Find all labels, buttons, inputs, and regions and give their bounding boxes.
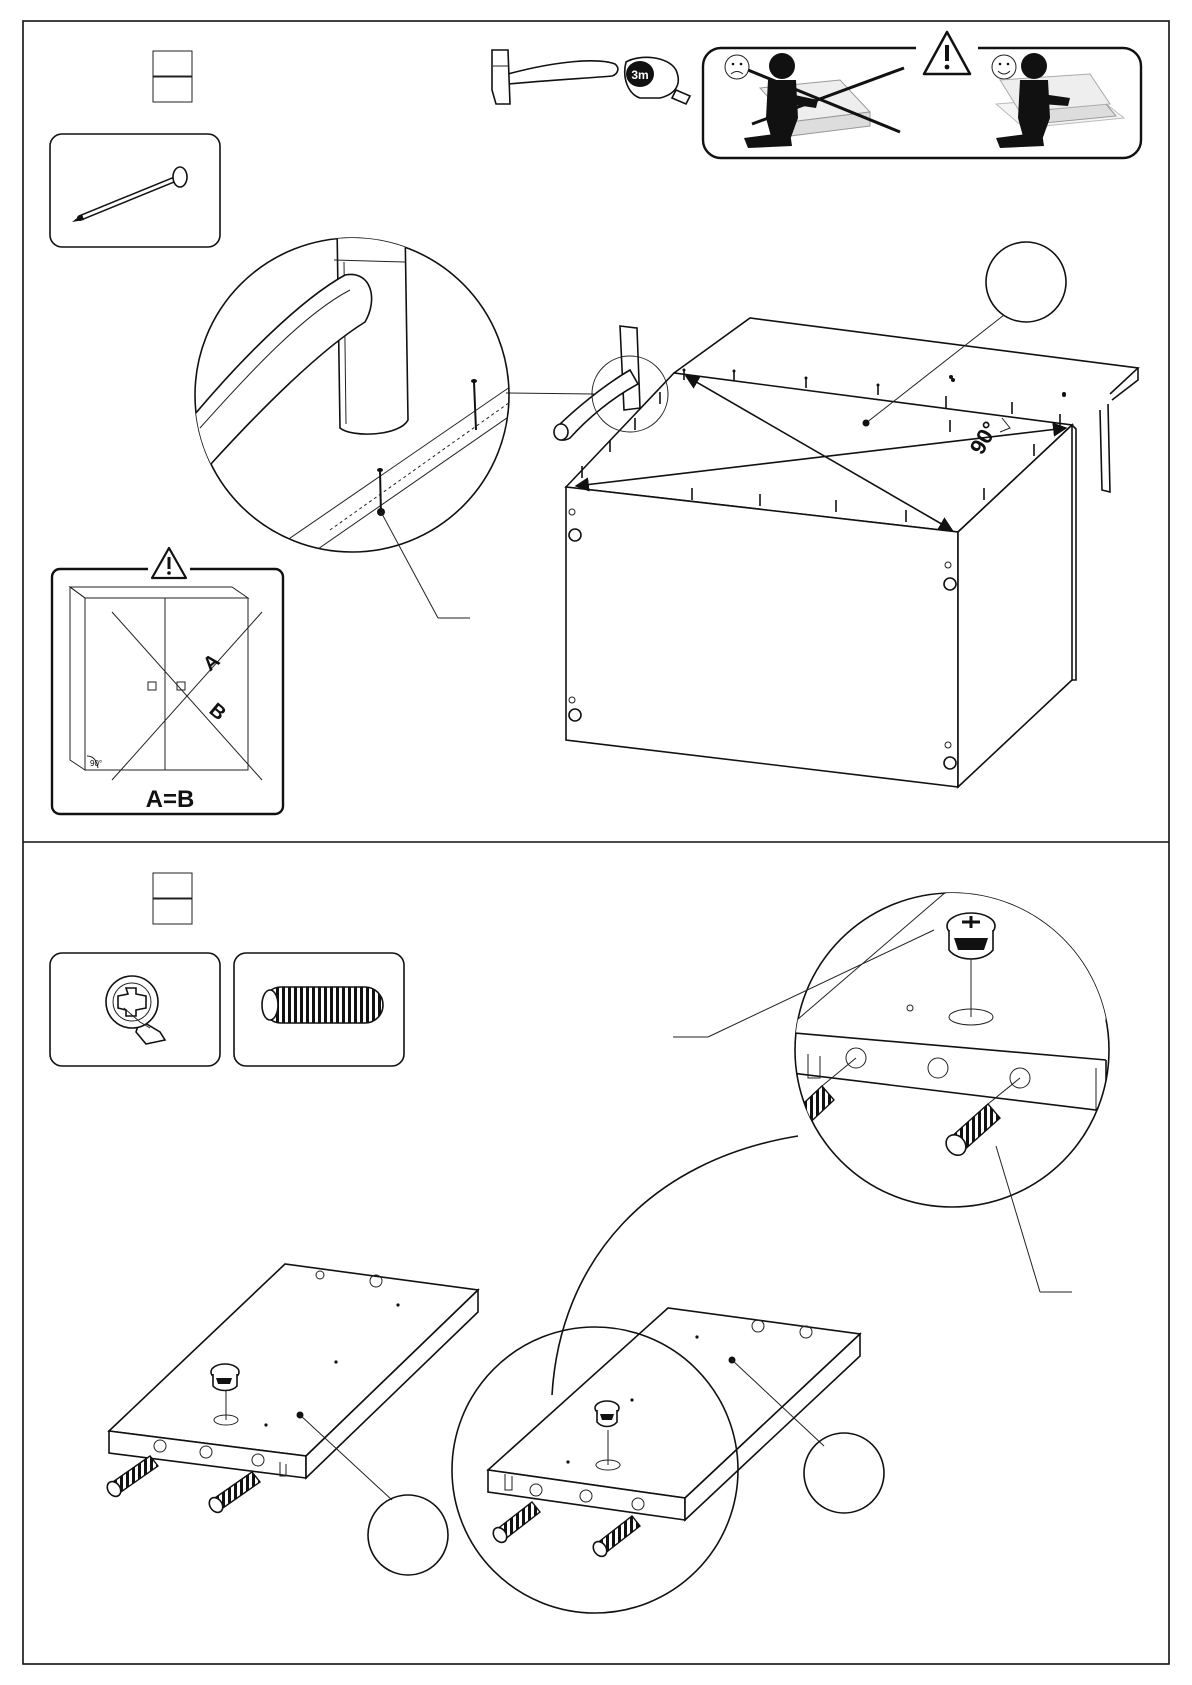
board-with-fittings-left bbox=[104, 1264, 478, 1575]
step-number-box bbox=[153, 51, 192, 102]
board-with-fittings-right bbox=[452, 1308, 884, 1613]
zoom-detail-fittings bbox=[673, 840, 1130, 1292]
tape-measure-icon: 3m bbox=[625, 57, 690, 104]
person-kneeling-icon bbox=[996, 53, 1070, 148]
equal-diagonals-label: A=B bbox=[146, 786, 195, 813]
tape-measure-label: 3m bbox=[631, 68, 648, 82]
diagonal-label-b: B bbox=[205, 699, 230, 725]
cam-lock-fitting-icon bbox=[595, 1401, 619, 1427]
square-check-warning-box: 90° A B A=B bbox=[52, 548, 283, 814]
happy-face-icon bbox=[992, 55, 1016, 79]
zoom-detail-nailing bbox=[190, 225, 594, 618]
nail-icon bbox=[72, 167, 187, 222]
cabinet-back-diagram: 90° A B bbox=[70, 587, 262, 780]
step-1: 3m bbox=[50, 32, 1141, 814]
parts-box-dowel bbox=[234, 953, 404, 1066]
cam-lock-fitting-icon bbox=[106, 976, 165, 1044]
wooden-dowel-icon bbox=[262, 987, 383, 1023]
cabinet-main-drawing: 90° bbox=[554, 242, 1138, 787]
step-2 bbox=[50, 840, 1130, 1613]
part-label-callout bbox=[986, 242, 1066, 322]
cam-lock-fitting-icon bbox=[947, 913, 995, 959]
angle-label: 90° bbox=[90, 759, 102, 768]
sad-face-icon bbox=[725, 55, 749, 79]
step-number-box bbox=[153, 873, 192, 924]
diagonal-label-a: A bbox=[199, 650, 224, 676]
cam-lock-fitting-icon bbox=[211, 1364, 239, 1391]
parts-box-nail bbox=[50, 134, 220, 247]
hammer-icon bbox=[492, 50, 618, 104]
part-label-callout bbox=[368, 1495, 448, 1575]
part-label-callout bbox=[804, 1433, 884, 1513]
parts-box-cam-lock bbox=[50, 953, 220, 1066]
warning-box-work-on-soft-surface bbox=[703, 32, 1141, 158]
